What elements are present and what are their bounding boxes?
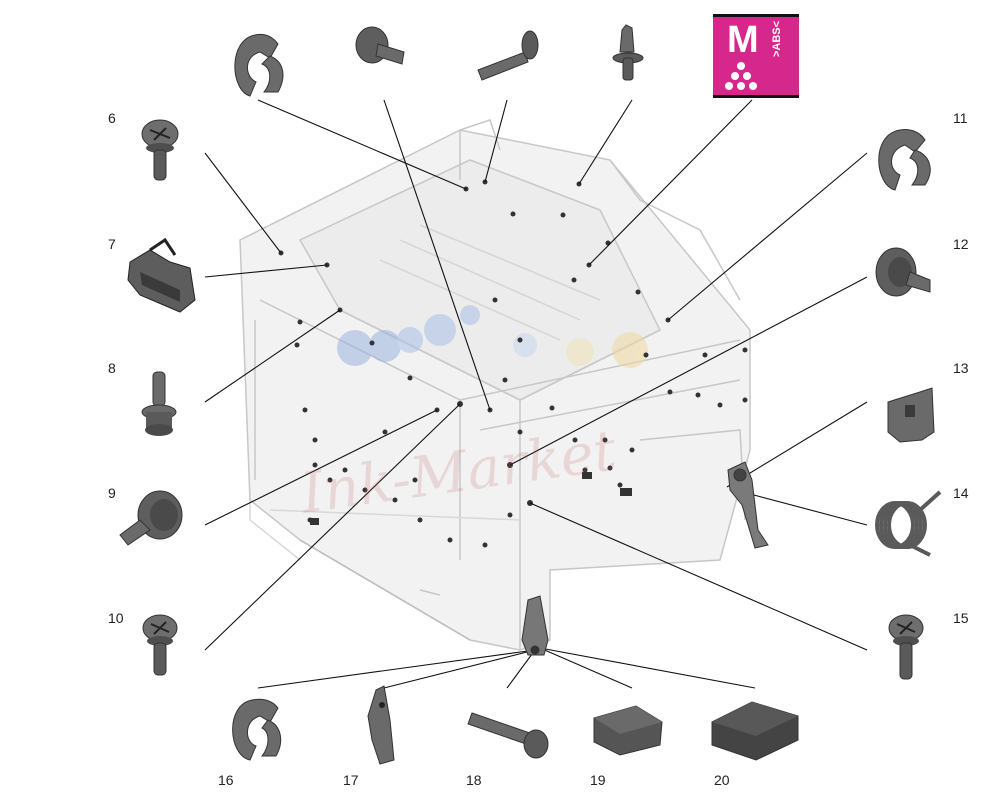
badge-dot-icon <box>737 62 745 70</box>
part-top-2-flange-screw-icon <box>355 26 405 65</box>
part-13-bracket-icon <box>887 387 935 443</box>
callout-9: 9 <box>108 485 116 501</box>
right-bracket-assembly <box>727 461 769 549</box>
leader-lines <box>204 99 868 689</box>
callout-14: 14 <box>953 485 969 501</box>
badge-letter: M <box>727 19 759 61</box>
part-11-e-ring-icon <box>878 129 931 191</box>
callout-11: 11 <box>953 110 968 126</box>
part-12-flange-screw-icon <box>875 247 931 297</box>
callout-20: 20 <box>714 772 730 788</box>
badge-dot-icon <box>725 82 733 90</box>
callout-16: 16 <box>218 772 234 788</box>
part-9-flange-screw-icon <box>119 490 183 546</box>
chassis-screws <box>278 179 748 548</box>
part-16-e-ring-icon <box>232 698 282 761</box>
printer-chassis <box>239 119 751 651</box>
part-15-screw-icon <box>888 614 924 680</box>
callout-17: 17 <box>343 772 359 788</box>
background-blobs <box>337 305 648 368</box>
part-top-4-push-rivet-icon <box>612 24 644 81</box>
callout-12: 12 <box>953 236 969 252</box>
badge-dot-icon <box>737 82 745 90</box>
part-17-arm-icon <box>367 685 395 765</box>
part-18-pin-icon <box>467 712 549 759</box>
part-6-screw-icon <box>141 119 179 181</box>
callout-8: 8 <box>108 360 116 376</box>
callout-18: 18 <box>466 772 482 788</box>
part-10-screw-icon <box>142 614 178 676</box>
part-top-1-e-ring-icon <box>234 33 284 97</box>
part-19-pad-icon <box>593 705 663 756</box>
callout-10: 10 <box>108 610 124 626</box>
part-14-torsion-spring-icon <box>875 490 942 557</box>
material-badge: M >ABS< <box>713 14 799 98</box>
callout-13: 13 <box>953 360 969 376</box>
badge-material-code: >ABS< <box>771 20 783 57</box>
part-7-clip-icon <box>127 237 196 313</box>
callout-15: 15 <box>953 610 969 626</box>
badge-dot-icon <box>749 82 757 90</box>
part-top-3-shoulder-pin-icon <box>477 30 539 81</box>
callout-7: 7 <box>108 236 116 252</box>
callout-19: 19 <box>590 772 606 788</box>
part-20-pad-icon <box>711 701 799 761</box>
center-bracket-assembly <box>521 595 549 656</box>
badge-dot-icon <box>731 72 739 80</box>
badge-dot-icon <box>743 72 751 80</box>
part-8-shoulder-screw-icon <box>141 371 177 436</box>
callout-6: 6 <box>108 110 116 126</box>
